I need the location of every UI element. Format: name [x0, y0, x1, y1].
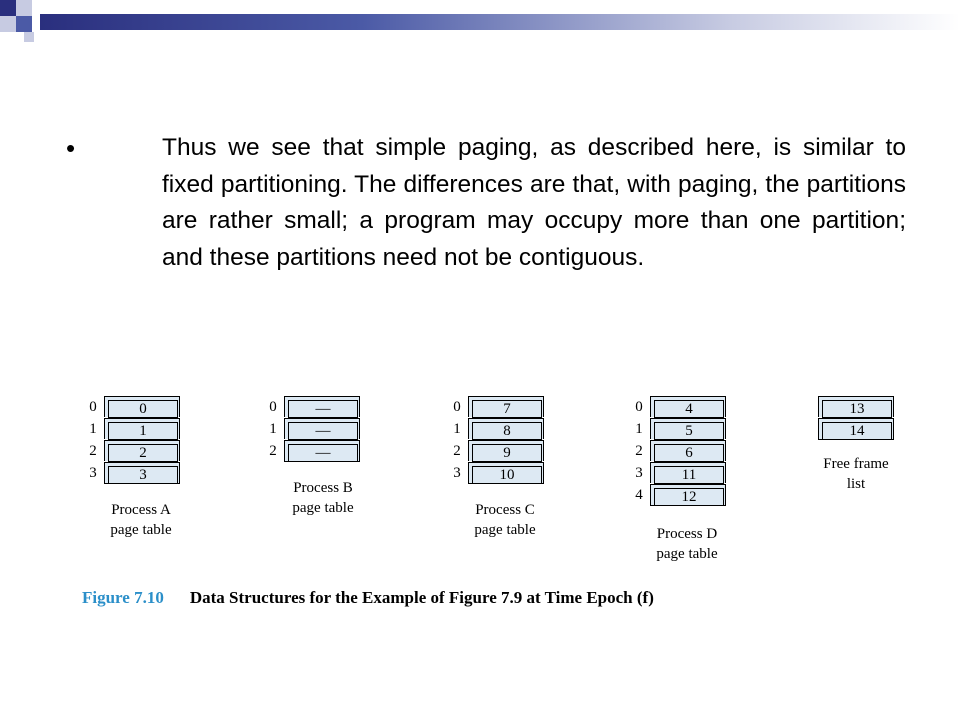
deco-square [16, 16, 32, 32]
frame-number: 11 [654, 466, 724, 484]
caption-line: Process A [111, 502, 171, 518]
caption-line: Process D [656, 526, 718, 542]
page-index: 1 [269, 421, 277, 437]
page-index: 3 [635, 465, 643, 481]
header-bar [40, 14, 960, 30]
caption-process-c: Process C page table [460, 500, 550, 540]
deco-square [16, 0, 32, 16]
frame-number: 5 [654, 422, 724, 440]
deco-square [24, 32, 34, 42]
caption-line: page table [656, 546, 718, 562]
frame-number: 2 [108, 444, 178, 462]
frame-number: 8 [472, 422, 542, 440]
page-index: 0 [453, 399, 461, 415]
figure-caption: Figure 7.10 Data Structures for the Examp… [82, 588, 654, 608]
page-index: 2 [635, 443, 643, 459]
caption-line: Process C [475, 502, 535, 518]
page-index: 0 [89, 399, 97, 415]
page-index: 2 [89, 443, 97, 459]
frame-number: — [288, 444, 358, 462]
frame-number: 10 [472, 466, 542, 484]
page-index: 2 [453, 443, 461, 459]
frame-number: 14 [822, 422, 892, 440]
page-index: 0 [635, 399, 643, 415]
page-index: 2 [269, 443, 277, 459]
page-index: 1 [89, 421, 97, 437]
figure-caption-text: Data Structures for the Example of Figur… [189, 588, 654, 607]
bullet-symbol: • [66, 133, 76, 163]
caption-line: Process B [293, 480, 353, 496]
figure-number: Figure 7.10 [82, 588, 164, 607]
frame-number: — [288, 400, 358, 418]
frame-number: 6 [654, 444, 724, 462]
caption-line: Free frame [823, 456, 889, 472]
frame-number: 4 [654, 400, 724, 418]
frame-number: 3 [108, 466, 178, 484]
page-index: 0 [269, 399, 277, 415]
page-index: 1 [635, 421, 643, 437]
caption-line: list [846, 476, 866, 492]
caption-free-frame-list: Free frame list [810, 454, 902, 494]
caption-process-a: Process A page table [96, 500, 186, 540]
page-index: 1 [453, 421, 461, 437]
deco-square [0, 0, 16, 16]
deco-square [0, 16, 16, 32]
frame-number: 1 [108, 422, 178, 440]
frame-number: 7 [472, 400, 542, 418]
bullet-text: Thus we see that simple paging, as descr… [162, 134, 906, 271]
caption-process-d: Process D page table [642, 524, 732, 564]
caption-line: page table [474, 522, 536, 538]
page-index: 3 [89, 465, 97, 481]
page-index: 3 [453, 465, 461, 481]
frame-number: — [288, 422, 358, 440]
caption-process-b: Process B page table [278, 478, 368, 518]
frame-number: 13 [822, 400, 892, 418]
caption-line: page table [110, 522, 172, 538]
frame-number: 0 [108, 400, 178, 418]
frame-number: 9 [472, 444, 542, 462]
frame-number: 12 [654, 488, 724, 506]
page-index: 4 [635, 487, 643, 503]
caption-line: page table [292, 500, 354, 516]
